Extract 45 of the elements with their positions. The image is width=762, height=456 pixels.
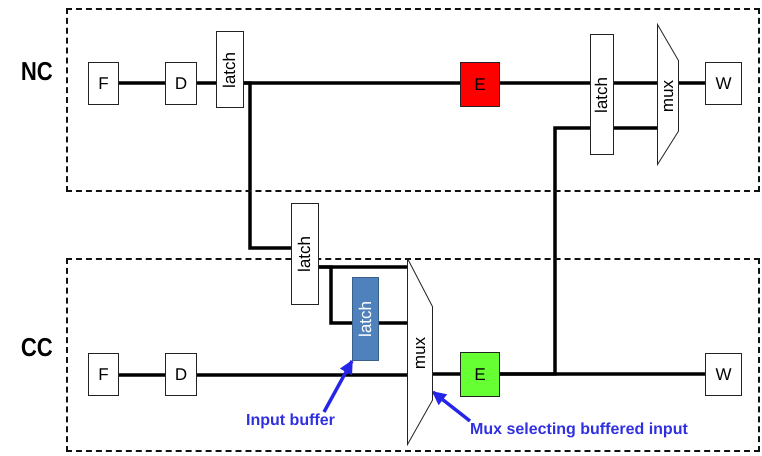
stage-label: W [715,74,732,94]
wire [244,81,291,250]
latch-label: latch [295,236,315,272]
stage-box [165,62,197,105]
annotation-text: Input buffer [246,412,335,430]
wire [197,81,216,85]
stage-label: E [474,74,486,94]
region-label: NC [20,56,53,87]
wire [319,265,352,325]
pointer-arrow [322,360,354,413]
latch-label: latch [220,52,240,88]
stage-label: D [174,364,188,384]
stage-label: F [98,74,109,94]
wire [119,81,165,85]
wire [500,126,590,376]
stage-box [165,353,197,396]
mux-label: mux [410,337,430,370]
wire [500,81,590,85]
latch-box [590,34,614,155]
latch-box [291,203,319,305]
annotation-text: Mux selecting buffered input [470,421,688,439]
latch-box [352,277,379,361]
wire [433,372,460,376]
stage-label: F [98,364,109,384]
latch-label: latch [592,76,612,112]
latch-box [216,31,244,108]
stage-label: D [174,74,188,94]
stage-box [705,62,742,105]
stage-label: W [715,364,732,384]
stage-box [460,352,500,397]
stage-box [705,353,742,396]
stage-box [460,62,500,107]
wire [614,81,657,85]
wire [679,81,705,85]
region-label: CC [20,332,53,363]
wire [197,373,407,377]
pointer-arrow [432,390,472,422]
wire [614,126,657,130]
stage-box [88,62,119,105]
stage-box [88,353,119,396]
wire [379,321,407,325]
mux-label: mux [658,80,678,112]
stage-label: E [474,364,486,384]
latch-label: latch [356,301,376,337]
wire [119,373,165,377]
